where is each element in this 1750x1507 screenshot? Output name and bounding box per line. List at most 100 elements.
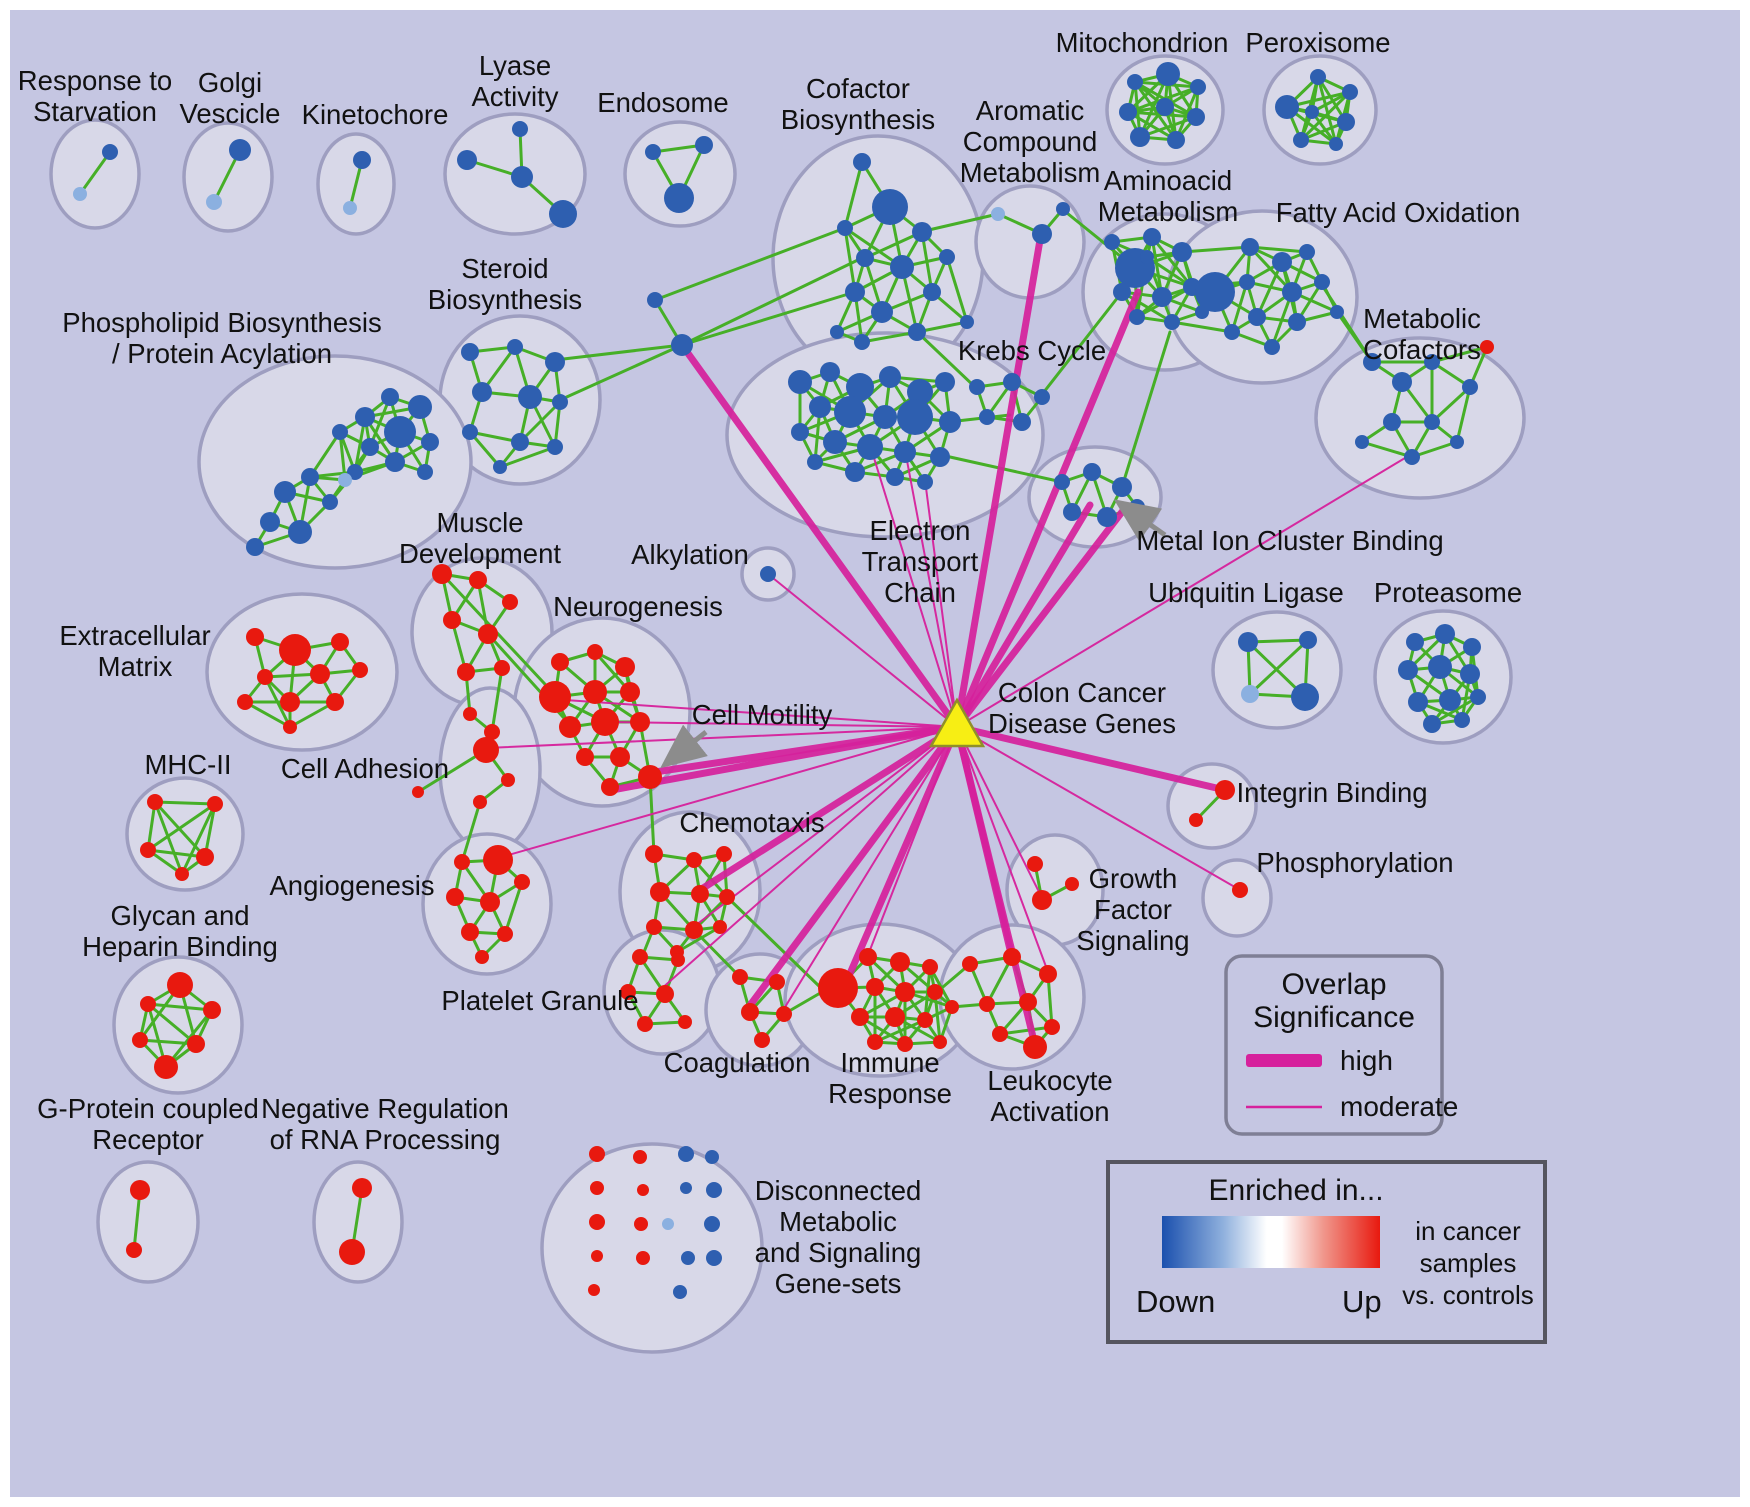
- label-aminoacid-metabolism: Metabolism: [1098, 196, 1239, 227]
- label-phosphorylation: Phosphorylation: [1256, 847, 1453, 878]
- label-extracellular-matrix: Matrix: [98, 651, 173, 682]
- node-ubiquitin-ligase: [1238, 632, 1258, 652]
- edge-fatty-acid-oxidation: [1248, 245, 1309, 254]
- node-muscle-development: [432, 564, 452, 584]
- overlap-edge-high: [953, 501, 1094, 731]
- node-integrin-binding: [1215, 780, 1235, 800]
- node-steroid-biosynthesis: [545, 352, 565, 372]
- label-disconnected-gene-sets: Disconnected: [755, 1175, 922, 1206]
- node-phospholipid-biosynthesis: [322, 494, 338, 510]
- inter-edge: [680, 256, 864, 347]
- label-metal-ion-cluster-binding: Metal Ion Cluster Binding: [1136, 525, 1443, 556]
- node-endosome: [664, 183, 694, 213]
- node-leukocyte-activation: [992, 1026, 1008, 1042]
- enrichment-note-line3: vs. controls: [1402, 1280, 1534, 1310]
- node-mitochondrion: [1167, 131, 1185, 149]
- node-steroid-biosynthesis: [472, 382, 492, 402]
- overlap-edge-moderate: [904, 449, 958, 728]
- edge-glycan-heparin-binding: [146, 1002, 198, 1046]
- node-cell-adhesion: [501, 773, 515, 787]
- edge-fatty-acid-oxidation: [1255, 260, 1284, 319]
- node-immune-response: [885, 1007, 905, 1027]
- overlap-edge-moderate: [659, 726, 958, 991]
- edge-steroid-biosynthesis: [518, 400, 562, 444]
- label-muscle-development: Development: [399, 538, 561, 569]
- node-platelet-granule: [632, 949, 648, 965]
- node-lyase-activity: [512, 121, 528, 137]
- node-phospholipid-biosynthesis: [385, 452, 405, 472]
- legend-enrichment: Enriched in... Down Up in cancer samples…: [1106, 1160, 1547, 1344]
- node-metabolic-cofactors: [1450, 435, 1464, 449]
- label-response-to-starvation: Starvation: [33, 96, 157, 127]
- node-disconnected-gene-sets: [590, 1181, 604, 1195]
- node-disconnected-gene-sets: [706, 1182, 722, 1198]
- edge-peroxisome: [1316, 75, 1338, 146]
- node-endosome: [695, 136, 713, 154]
- edge-fatty-acid-oxidation: [1230, 280, 1249, 334]
- node-growth-factor-signaling: [1032, 890, 1052, 910]
- node-leukocyte-activation: [1023, 1035, 1047, 1059]
- node-cofactor-biosynthesis: [845, 282, 865, 302]
- inter-edge: [460, 800, 482, 864]
- node-glycan-heparin-binding: [187, 1035, 205, 1053]
- edge-metabolic-cofactors: [1360, 440, 1414, 459]
- node-phospholipid-biosynthesis: [332, 424, 348, 440]
- label-fatty-acid-oxidation: Fatty Acid Oxidation: [1276, 197, 1521, 228]
- node-platelet-granule: [656, 985, 674, 1003]
- label-kinetochore: Kinetochore: [302, 99, 449, 130]
- node-disconnected-gene-sets: [633, 1150, 647, 1164]
- node-extracellular-matrix: [326, 693, 344, 711]
- label-electron-transport-chain: Transport: [862, 546, 979, 577]
- label-g-protein-coupled-receptor: G-Protein coupled: [37, 1093, 259, 1124]
- node-mitochondrion: [1156, 62, 1180, 86]
- node-metal-ion-cluster-binding: [1054, 474, 1070, 490]
- node-steroid-biosynthesis: [462, 424, 478, 440]
- inter-edge: [440, 572, 559, 699]
- node-krebs-cycle: [1034, 389, 1050, 405]
- overlap-legend-title-line2: Significance: [1253, 1001, 1415, 1034]
- node-neurogenesis: [615, 657, 635, 677]
- edge-mhc-ii: [180, 802, 217, 876]
- node-lyase-activity: [457, 150, 477, 170]
- node-mhc-ii: [147, 794, 163, 810]
- inter-edge: [553, 343, 684, 362]
- node-disconnected-gene-sets: [636, 1251, 650, 1265]
- node-disconnected-gene-sets: [673, 1285, 687, 1299]
- node-glycan-heparin-binding: [154, 1055, 178, 1079]
- node-chemotaxis: [686, 852, 702, 868]
- inter-edge: [948, 455, 1064, 484]
- node-angiogenesis: [454, 854, 470, 870]
- label-chemotaxis: Chemotaxis: [679, 807, 824, 838]
- label-platelet-granule: Platelet Granule: [441, 985, 638, 1016]
- node-immune-response: [917, 1012, 933, 1028]
- label-leukocyte-activation: Leukocyte: [987, 1065, 1112, 1096]
- node-kinetochore: [343, 201, 357, 215]
- node-ubiquitin-ligase: [1241, 685, 1259, 703]
- edge-phospholipid-biosynthesis: [338, 430, 347, 482]
- node-immune-response: [922, 959, 938, 975]
- node-angiogenesis: [483, 845, 513, 875]
- label-leukocyte-activation: Activation: [990, 1096, 1109, 1127]
- node-platelet-granule: [620, 984, 636, 1000]
- node-mhc-ii: [196, 848, 214, 866]
- node-chemotaxis: [646, 919, 662, 935]
- inter-edge: [913, 328, 977, 389]
- overlap-edge-moderate: [869, 444, 958, 728]
- edge-ubiquitin-ligase: [1248, 638, 1310, 696]
- node-proteasome: [1463, 638, 1481, 656]
- node-steroid-biosynthesis: [552, 394, 568, 410]
- enrichment-legend-title: Enriched in...: [1208, 1174, 1383, 1207]
- label-glycan-heparin-binding: Heparin Binding: [82, 931, 278, 962]
- legend-overlap-significance: Overlap Significance high moderate: [1224, 954, 1458, 1136]
- node-electron-transport-chain: [788, 370, 812, 394]
- edge-cofactor-biosynthesis: [843, 160, 864, 230]
- node-disconnected-gene-sets: [637, 1184, 649, 1196]
- edge-chemotaxis: [675, 925, 722, 954]
- label-cell-motility: Cell Motility: [692, 699, 833, 730]
- label-lyase-activity: Activity: [471, 81, 558, 112]
- node-leukocyte-activation: [1039, 965, 1057, 983]
- node-metabolic-cofactors: [1404, 449, 1420, 465]
- overlap-edge-moderate: [781, 726, 958, 1013]
- edge-metabolic-cofactors: [1430, 385, 1472, 424]
